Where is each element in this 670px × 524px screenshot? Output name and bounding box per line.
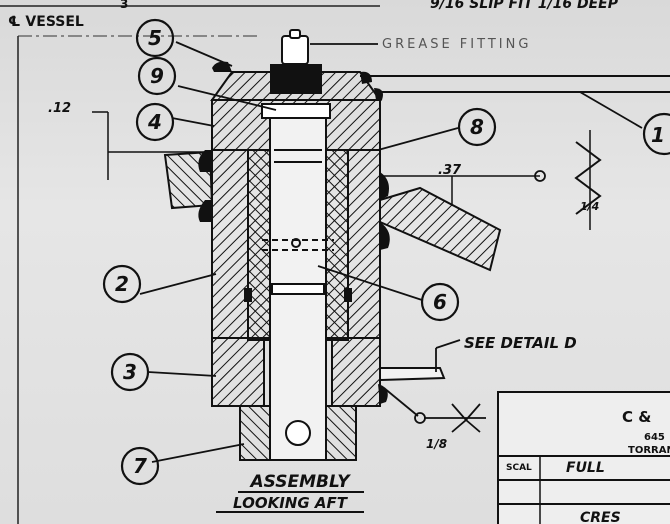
material-value: CRES (580, 510, 621, 524)
weld-symbol-lower (424, 403, 486, 433)
caption-looking-aft: LOOKING AFT (233, 494, 349, 512)
balloon-8-label: 8 (470, 115, 484, 139)
weld (380, 222, 390, 250)
balloon-7-label: 7 (133, 454, 147, 478)
caption-assembly: ASSEMBLY (248, 472, 351, 492)
grease-fitting (281, 35, 309, 65)
dim-quarter: 1/4 (580, 200, 599, 213)
bracket-right-part-7 (325, 405, 357, 461)
bracket-left-part-7 (239, 405, 271, 461)
weld (198, 200, 212, 222)
dim-037: .37 (438, 163, 462, 178)
pin-hole (285, 420, 311, 446)
company-name: C & (622, 408, 651, 426)
dimension-lines (92, 111, 540, 206)
balloon-9 (137, 56, 177, 96)
collar-left-part-3 (211, 337, 265, 407)
weld (374, 88, 383, 100)
balloon-2-label: 2 (115, 272, 129, 296)
grease-fitting-label: GREASE FITTING (382, 37, 531, 52)
balloon-2 (102, 264, 142, 304)
balloon-1-label: 1 (651, 123, 665, 147)
title-block: C & 645 TORRAN SCAL FULL CRES (497, 391, 670, 524)
slip-fit-note: 9/16 SLIP FIT 1/16 DEEP (430, 0, 619, 12)
balloon-4 (135, 102, 175, 142)
weld (380, 172, 389, 200)
company-address-1: 645 (644, 432, 665, 443)
scale-label: SCAL (506, 463, 532, 473)
collar-right-part-3 (331, 337, 381, 407)
weld (198, 150, 212, 172)
weld-symbol (574, 141, 602, 215)
balloon-4-label: 4 (147, 110, 162, 134)
balloon-5-label: 5 (148, 26, 162, 50)
balloon-5 (135, 18, 175, 58)
vessel-centerline-label: ℄ VESSEL (8, 14, 84, 30)
see-detail-label: SEE DETAIL D (464, 334, 577, 352)
part-balloons: 5 9 4 8 1 2 6 3 7 (102, 18, 670, 486)
balloon-1 (642, 112, 670, 156)
scale-value: FULL (566, 460, 605, 476)
balloon-3 (110, 352, 150, 392)
bushing-right-part-8 (325, 149, 349, 341)
grease-fitting-base (270, 64, 322, 94)
balloon-9-label: 9 (150, 64, 164, 88)
retaining-ring (271, 283, 325, 295)
right-angled-arm (379, 186, 502, 272)
dim-eighth: 1/8 (426, 437, 447, 451)
weld (212, 61, 232, 72)
bushing-left-part-8 (247, 149, 271, 341)
washer-part-9 (261, 103, 331, 119)
leader-lines (139, 41, 643, 463)
weld (360, 71, 372, 84)
balloon-6 (420, 282, 460, 322)
balloon-8 (457, 107, 497, 147)
balloon-3-label: 3 (123, 360, 137, 384)
balloon-7 (120, 446, 160, 486)
balloon-6-label: 6 (433, 290, 447, 314)
dim-012: .12 (48, 101, 71, 116)
company-address-2: TORRAN (628, 445, 670, 456)
top-dim-value: 3 (120, 0, 128, 11)
